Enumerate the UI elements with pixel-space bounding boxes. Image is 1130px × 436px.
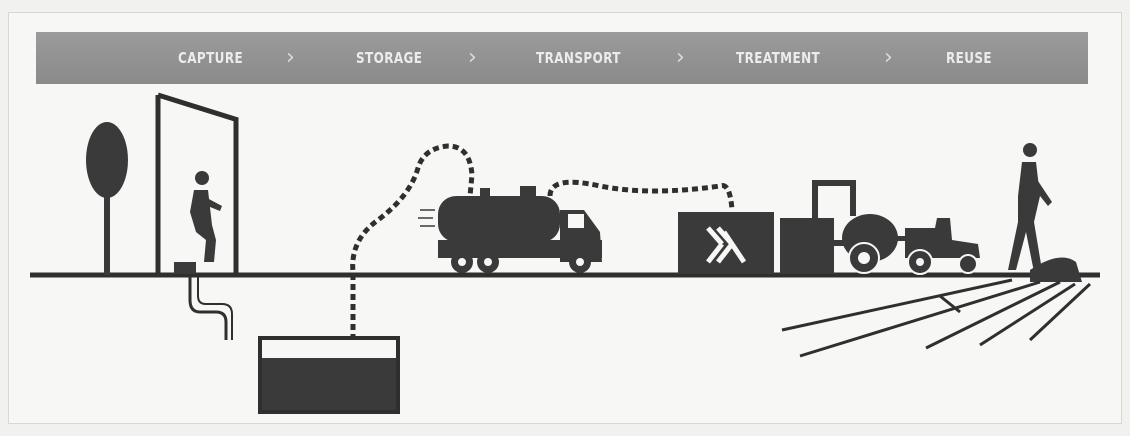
vacuum-truck-icon — [438, 186, 602, 273]
field-furrows-icon — [782, 280, 1090, 356]
treatment-plant-icon — [678, 180, 858, 274]
drain-pipe — [190, 275, 226, 340]
person-icon — [190, 171, 222, 262]
septic-tank-icon — [260, 338, 398, 412]
tractor-icon — [842, 214, 980, 274]
motion-lines — [418, 210, 435, 226]
farmer-icon — [1008, 143, 1082, 282]
latrine-icon — [158, 95, 238, 275]
discharge-hose — [550, 182, 732, 210]
tree-icon — [86, 122, 128, 275]
